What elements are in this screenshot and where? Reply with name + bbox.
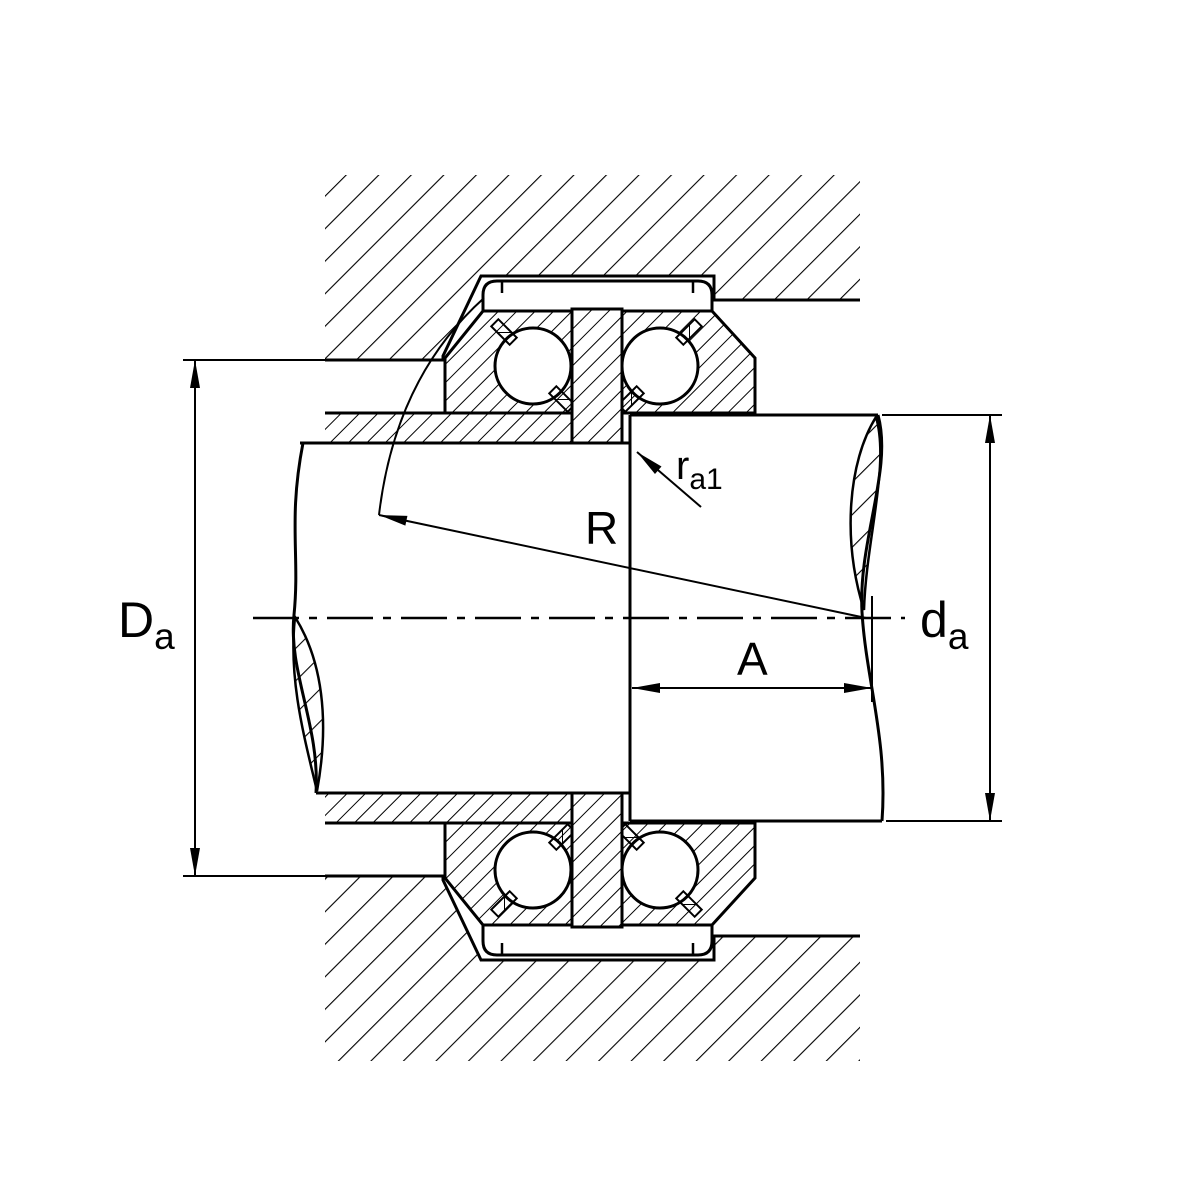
radius-line — [378, 514, 867, 619]
label-A: A — [737, 633, 768, 685]
shaft-washer-top — [570, 307, 624, 445]
dimension-da: da — [882, 414, 1002, 822]
housing-top-bore-outline — [325, 274, 860, 362]
label-R: R — [585, 502, 618, 554]
fillet-ra1-leader: ra1 — [636, 444, 723, 508]
shaft-break-hatch-left — [292, 613, 325, 792]
cage-segments-bottom — [489, 822, 704, 919]
shaft-washer-bottom — [570, 791, 624, 929]
leader-line — [636, 451, 702, 508]
label-da: da — [920, 592, 969, 657]
dimension-Da: Da — [118, 359, 325, 877]
bearing-assembly-bottom — [325, 791, 757, 957]
dimension-A: A — [632, 596, 873, 702]
abutment-ring-bottom — [325, 793, 572, 823]
housing-top-hatch — [325, 175, 860, 360]
label-Da: Da — [118, 592, 175, 657]
housing-bottom-hatch — [325, 876, 860, 1061]
shaft-break-hatch-right — [849, 413, 882, 611]
seating-ring-bottom — [481, 923, 714, 957]
radius-R-leader: R — [378, 297, 867, 619]
sphere-radius-arc — [378, 297, 485, 516]
bearing-assembly-top — [325, 279, 757, 445]
housing-bottom-bore-outline — [325, 874, 860, 962]
cage-segments-top — [489, 317, 704, 414]
label-ra1: ra1 — [676, 444, 723, 496]
housing-bottom-section — [325, 874, 860, 1061]
seating-ring-top — [481, 279, 714, 313]
housing-top-section — [325, 175, 860, 362]
abutment-ring-top — [325, 413, 572, 443]
